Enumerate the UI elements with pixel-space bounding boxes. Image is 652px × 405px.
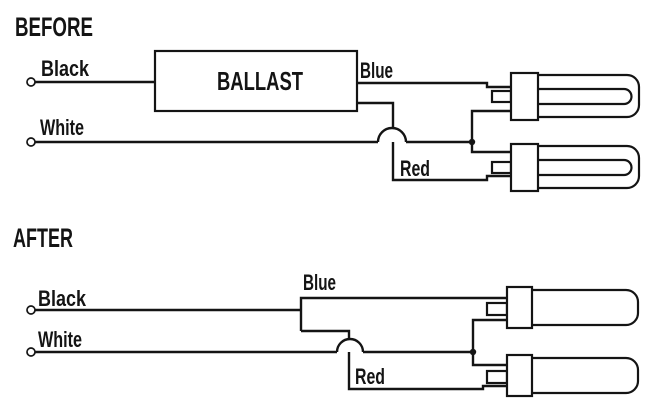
lamp-tube [532, 288, 640, 327]
lamp-top-before [490, 71, 641, 122]
ballast-label: BALLAST [217, 66, 303, 96]
blue-wire-label-before: Blue [360, 58, 393, 83]
black-wire-label-before: Black [41, 56, 90, 81]
lamp-tube [532, 356, 640, 395]
white-junction-dot-after [469, 348, 477, 356]
red-wire-label-before: Red [400, 156, 430, 181]
white-junction-dot-before [468, 138, 476, 146]
lamp-top-after [485, 285, 640, 330]
before-title: BEFORE [15, 12, 93, 42]
blue-wire-after [299, 296, 509, 331]
blue-wire-before [357, 81, 513, 89]
black-terminal-after [26, 305, 36, 315]
lamp-tube-gap [538, 158, 633, 177]
lamp-pin [490, 89, 513, 104]
red-wire-after [301, 329, 509, 391]
lamp-base [509, 142, 540, 193]
black-terminal-before [26, 77, 36, 87]
after-title: AFTER [13, 223, 73, 253]
white-wire-label-before: White [40, 115, 84, 140]
lamp-tube-gap [538, 87, 633, 106]
ballast-box [153, 49, 359, 113]
white-terminal-after [26, 347, 36, 357]
lamp-pin [485, 301, 509, 317]
lamp-bottom-before [490, 142, 641, 193]
lamp-base [505, 353, 534, 398]
white-wire-crossover-hump-after [335, 337, 365, 353]
lamp-bottom-after [485, 353, 640, 398]
lamp-base [505, 285, 534, 330]
red-wire-label-after: Red [355, 364, 385, 389]
lamp-pin [490, 160, 513, 175]
white-wire-label-after: White [38, 327, 82, 352]
before-section: BEFORE BALLAST Black White Blue Red [15, 12, 641, 193]
lamp-pin [485, 369, 509, 385]
black-wire-label-after: Black [38, 286, 87, 311]
white-terminal-before [26, 137, 36, 147]
red-wire-before [357, 101, 513, 182]
blue-wire-label-after: Blue [303, 270, 336, 295]
white-wire-crossover-hump-before [376, 126, 408, 143]
lamp-base [509, 71, 540, 122]
lamp-link-wire-after [471, 318, 509, 367]
lamp-link-wire-before [470, 109, 513, 154]
after-section: AFTER Black White Blue Red [13, 223, 640, 398]
